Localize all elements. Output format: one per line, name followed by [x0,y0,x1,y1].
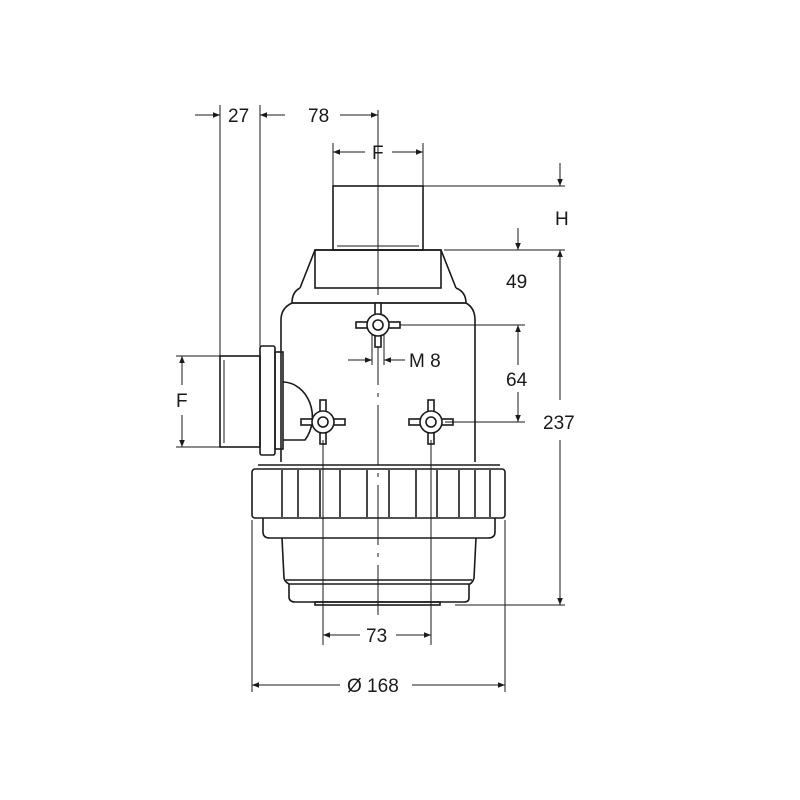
side-inlet-pipe [219,355,261,448]
side-flange [259,345,276,456]
bolt-left [300,399,346,445]
dim-height-outlet: 49 [506,272,527,293]
dimension-lines [176,105,565,692]
dim-thread-top: F [372,143,384,164]
dim-bolt-thread: M 8 [409,351,441,372]
dim-offset-left: 27 [228,106,249,127]
dim-offset-center: 78 [308,106,329,127]
bowl-rim [262,518,496,539]
dim-bolt-horizontal: 73 [366,626,387,647]
bowl [281,537,477,585]
dim-height-total: 237 [543,413,575,434]
dim-bolt-vertical: 64 [506,370,528,391]
side-dome [282,381,314,441]
dim-height-top: H [555,209,569,230]
bowl-bottom [288,584,470,603]
dim-diameter: Ø 168 [347,676,399,697]
bolt-top [355,302,401,348]
dim-thread-side: F [176,391,188,412]
main-body [280,302,476,462]
